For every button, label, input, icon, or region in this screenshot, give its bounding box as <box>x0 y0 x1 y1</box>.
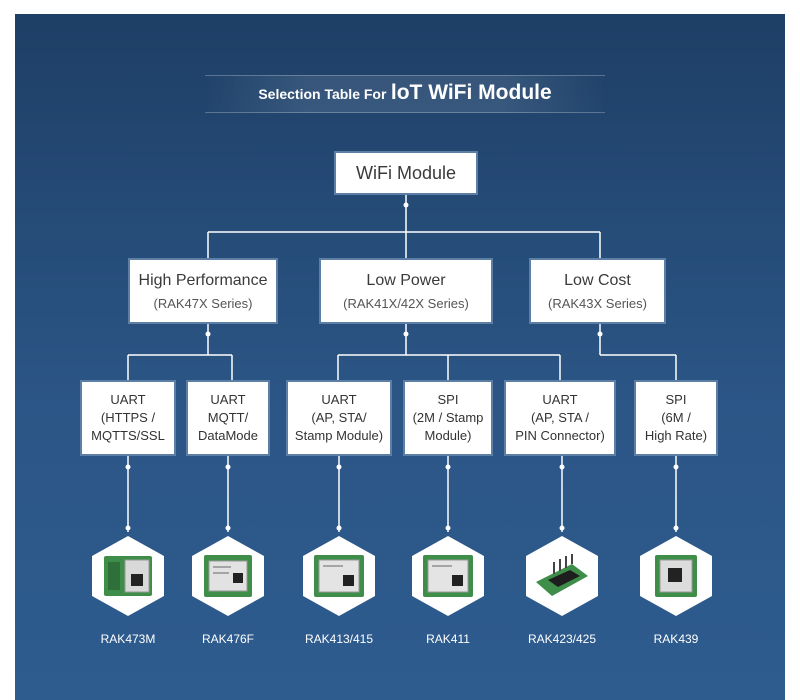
interface-line: UART <box>210 392 246 407</box>
interface-line: SPI <box>437 392 459 407</box>
title-main: loT WiFi Module <box>390 81 552 104</box>
interface-line: (2M / Stamp <box>412 410 484 425</box>
category-title: High Performance <box>138 271 268 289</box>
interface-node-spi-stamp: SPI (2M / Stamp Module) <box>403 380 493 456</box>
module-chip-icon <box>204 555 252 597</box>
page-title: Selection Table For loT WiFi Module <box>205 75 605 113</box>
product-name-rak473m: RAK473M <box>100 632 156 646</box>
product-name-rak439: RAK439 <box>653 632 699 646</box>
category-subtitle: (RAK43X Series) <box>548 295 647 311</box>
interface-line: UART <box>542 392 578 407</box>
product-name-rak413-415: RAK413/415 <box>304 632 374 646</box>
interface-line: SPI <box>665 392 687 407</box>
interface-node-uart-stamp: UART (AP, STA/ Stamp Module) <box>286 380 392 456</box>
product-name-rak423-425: RAK423/425 <box>527 632 597 646</box>
category-subtitle: (RAK41X/42X Series) <box>343 295 469 311</box>
interface-line: UART <box>110 392 146 407</box>
interface-line: Stamp Module) <box>294 428 384 443</box>
interface-line: (HTTPS / <box>100 410 156 425</box>
interface-line: (6M / <box>661 410 691 425</box>
interface-line: PIN Connector) <box>515 428 605 443</box>
interface-node-spi-high-rate: SPI (6M / High Rate) <box>634 380 718 456</box>
title-prefix: Selection Table For <box>258 86 387 102</box>
module-chip-icon <box>423 555 473 597</box>
module-board-icon <box>536 554 588 596</box>
interface-node-uart-https: UART (HTTPS / MQTTS/SSL <box>80 380 176 456</box>
root-label: WiFi Module <box>355 162 457 183</box>
interface-line: DataMode <box>198 428 258 443</box>
category-low-power: Low Power (RAK41X/42X Series) <box>319 258 493 324</box>
category-subtitle: (RAK47X Series) <box>153 295 253 311</box>
module-chip-icon <box>314 555 364 597</box>
category-title: Low Power <box>366 271 446 289</box>
root-node-wifi-module: WiFi Module <box>334 151 478 195</box>
interface-line: MQTTS/SSL <box>91 428 165 443</box>
interface-line: MQTT/ <box>207 410 249 425</box>
interface-line: High Rate) <box>644 428 708 443</box>
module-chip-icon <box>104 556 152 596</box>
category-low-cost: Low Cost (RAK43X Series) <box>529 258 666 324</box>
interface-node-uart-pin: UART (AP, STA / PIN Connector) <box>504 380 616 456</box>
interface-line: (AP, STA / <box>530 410 590 425</box>
interface-line: UART <box>321 392 357 407</box>
interface-node-uart-mqtt: UART MQTT/ DataMode <box>186 380 270 456</box>
product-name-rak476f: RAK476F <box>201 632 255 646</box>
interface-line: Module) <box>424 428 472 443</box>
interface-line: (AP, STA/ <box>311 410 367 425</box>
category-high-performance: High Performance (RAK47X Series) <box>128 258 278 324</box>
product-name-rak411: RAK411 <box>426 632 470 646</box>
category-title: Low Cost <box>564 271 631 289</box>
module-chip-icon <box>655 555 697 597</box>
